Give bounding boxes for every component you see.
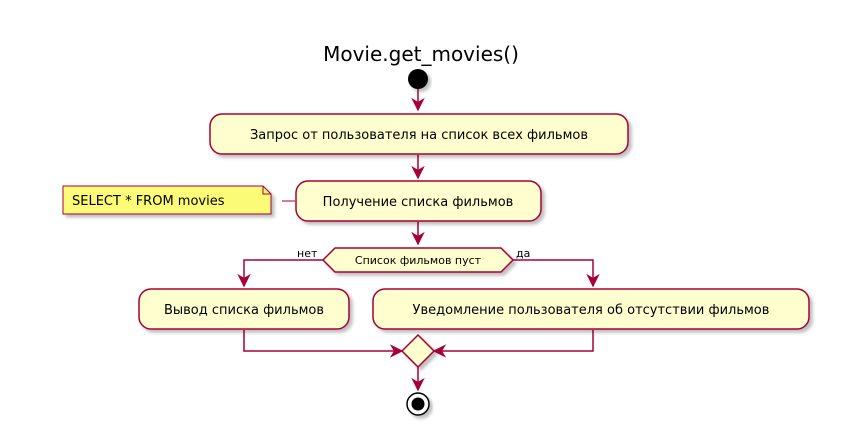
activity-output-label: Вывод списка фильмов [164,303,324,318]
decision-no-label: нет [297,247,318,260]
activity-output [138,288,350,330]
activity-notify-label: Уведомление пользователя об отсутствии ф… [413,303,770,318]
activity-fetch [295,180,542,222]
edge-decision-yes [513,259,600,288]
note-fold-icon [262,186,271,195]
sql-note-text: SELECT * FROM movies [72,194,225,209]
decision-yes-label: да [516,247,530,260]
edge-decision-no [237,259,323,288]
activity-request-label: Запрос от пользователя на список всех фи… [250,128,588,143]
edge-notify-to-merge [432,330,594,358]
start-node [408,69,428,89]
merge-node [400,333,436,369]
diagram-title: Movie.get_movies() [323,42,519,66]
edge-output-to-merge [243,330,404,358]
decision-label: Список фильмов пуст [355,254,482,267]
activity-request [209,113,629,155]
activity-fetch-label: Получение списка фильмов [323,195,514,210]
end-node-inner [411,397,425,411]
activity-notify [372,288,810,330]
decision-node [321,247,515,273]
